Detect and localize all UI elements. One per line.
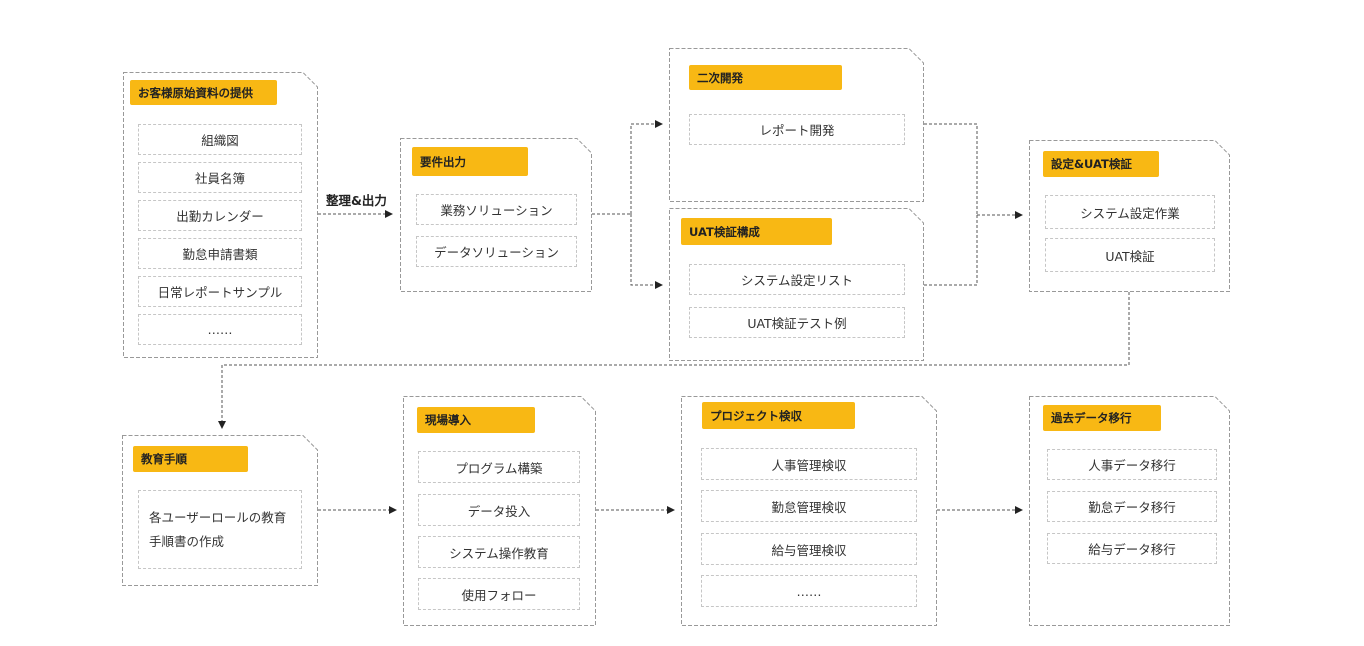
arrow-to-uat-config (630, 214, 663, 289)
list-item: 使用フォロー (418, 578, 580, 610)
list-item: プログラム構築 (418, 451, 580, 483)
list-item: 出勤カレンダー (138, 200, 302, 231)
card-title: 教育手順 (133, 446, 248, 472)
list-item: 給与管理検収 (701, 533, 917, 565)
list-item: システム操作教育 (418, 536, 580, 568)
card-customer-materials: お客様原始資料の提供 組織図 社員名簿 出勤カレンダー 勤怠申請書類 日常レポー… (123, 72, 318, 358)
list-item: 勤怠管理検収 (701, 490, 917, 522)
edge-label-organize-output: 整理&出力 (326, 193, 387, 208)
card-project-acceptance: プロジェクト検収 人事管理検収 勤怠管理検収 給与管理検収 …… (681, 396, 937, 626)
list-item: データソリューション (416, 236, 577, 267)
line-secondary-dev-out (924, 123, 978, 215)
card-uat-config: UAT検証構成 システム設定リスト UAT検証テスト例 (669, 208, 924, 361)
list-item: 日常レポートサンプル (138, 276, 302, 307)
card-outline (403, 396, 596, 626)
list-item: システム設定作業 (1045, 195, 1215, 229)
list-item: UAT検証 (1045, 238, 1215, 272)
card-title: お客様原始資料の提供 (130, 80, 277, 105)
arrow-to-secondary-dev (630, 120, 663, 214)
card-onsite: 現場導入 プログラム構築 データ投入 システム操作教育 使用フォロー (403, 396, 596, 626)
list-item: レポート開発 (689, 114, 905, 145)
card-outline (1029, 140, 1230, 292)
arrow-setup-to-training (218, 292, 1130, 429)
list-item: 業務ソリューション (416, 194, 577, 225)
list-item: 勤怠データ移行 (1047, 491, 1217, 522)
card-secondary-dev: 二次開発 レポート開発 (669, 48, 924, 202)
list-item: 各ユーザーロールの教育手順書の作成 (138, 490, 302, 569)
card-outline (681, 396, 937, 626)
card-training: 教育手順 各ユーザーロールの教育手順書の作成 (122, 435, 318, 586)
list-item: UAT検証テスト例 (689, 307, 905, 338)
card-data-migration: 過去データ移行 人事データ移行 勤怠データ移行 給与データ移行 (1029, 396, 1230, 626)
card-title: 設定&UAT検証 (1043, 151, 1159, 177)
card-outline (1029, 396, 1230, 626)
list-item: 人事管理検収 (701, 448, 917, 480)
list-item: 人事データ移行 (1047, 449, 1217, 480)
list-item: 組織図 (138, 124, 302, 155)
card-title: 要件出力 (412, 147, 528, 176)
line-uat-config-out (924, 215, 978, 286)
card-title: プロジェクト検収 (702, 402, 855, 429)
card-title: 過去データ移行 (1043, 405, 1161, 431)
card-setup-uat: 設定&UAT検証 システム設定作業 UAT検証 (1029, 140, 1230, 292)
list-item: 給与データ移行 (1047, 533, 1217, 564)
card-outline (122, 435, 318, 586)
card-title: 二次開発 (689, 65, 842, 90)
list-item: データ投入 (418, 494, 580, 526)
card-title: UAT検証構成 (681, 218, 832, 245)
card-title: 現場導入 (417, 407, 535, 433)
list-item: …… (138, 314, 302, 345)
list-item: 勤怠申請書類 (138, 238, 302, 269)
list-item: システム設定リスト (689, 264, 905, 295)
list-item: 社員名簿 (138, 162, 302, 193)
card-outline (669, 208, 924, 361)
card-outline (123, 72, 318, 358)
list-item: …… (701, 575, 917, 607)
card-requirements: 要件出力 業務ソリューション データソリューション (400, 138, 592, 292)
card-outline (400, 138, 592, 292)
